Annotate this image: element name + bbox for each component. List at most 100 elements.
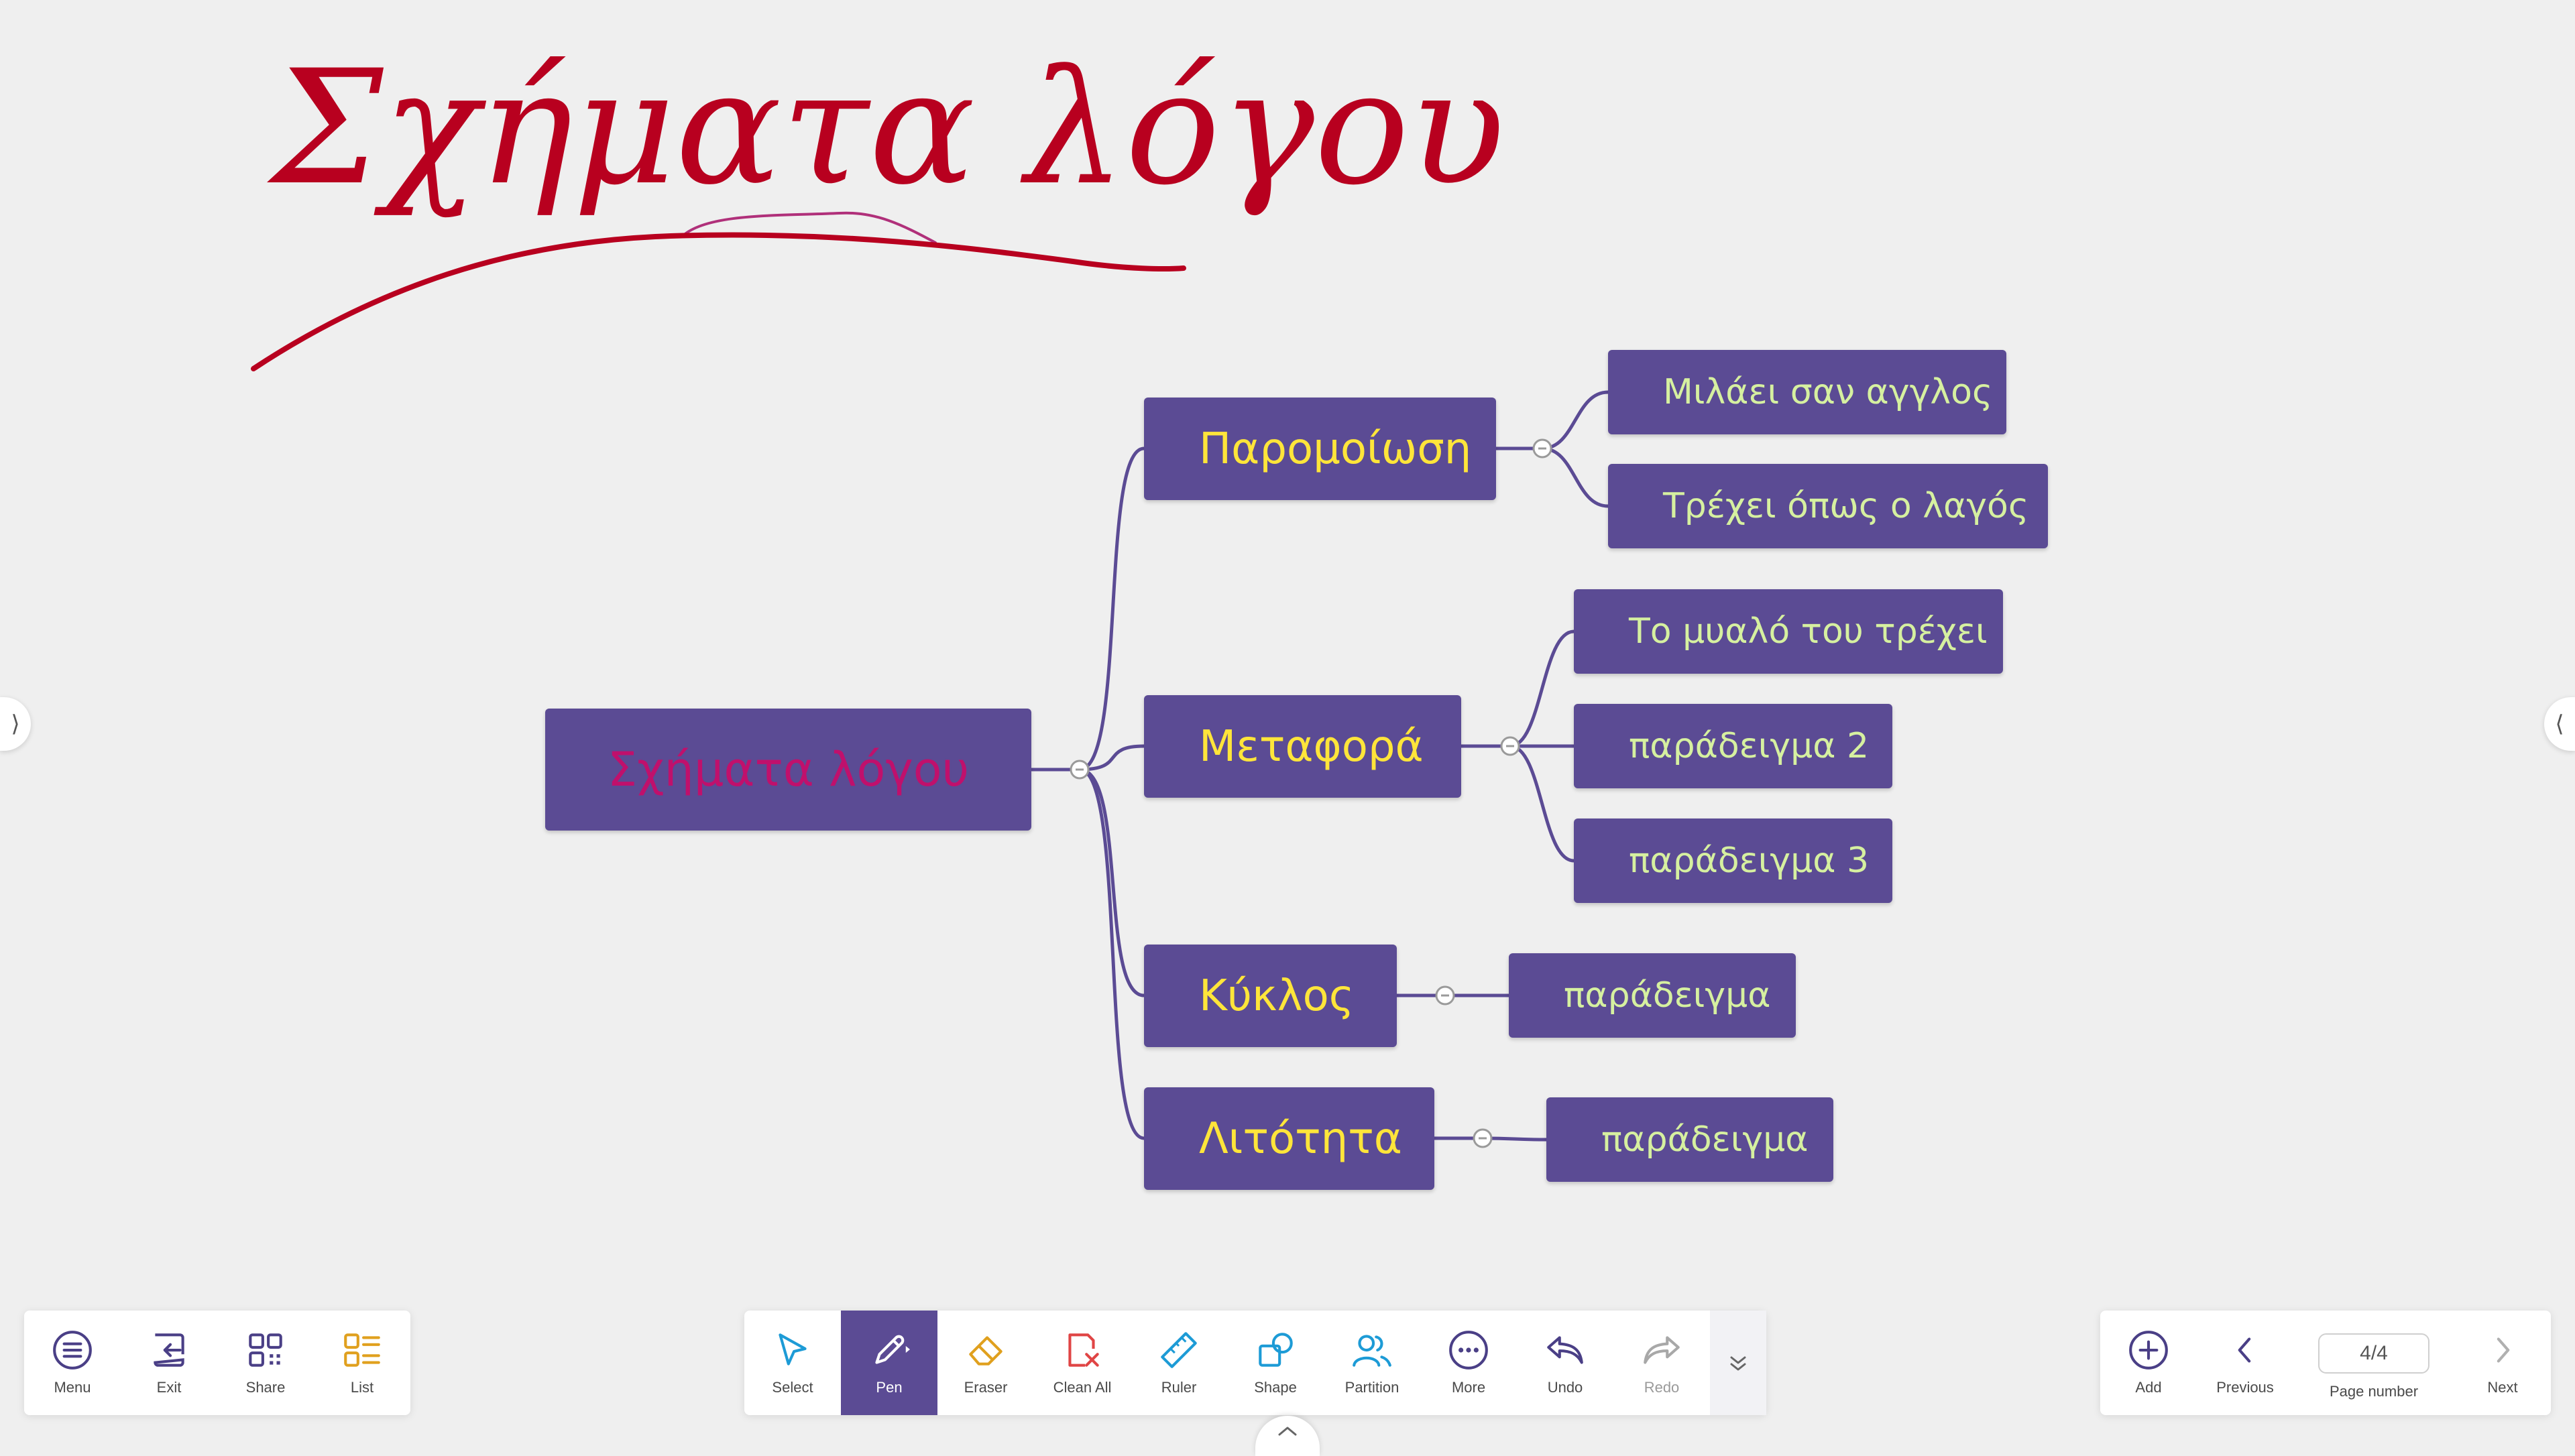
connector-root-branch — [1079, 446, 1145, 772]
connector-root-branch — [1079, 744, 1145, 772]
collapse-node-knob[interactable] — [1532, 438, 1552, 459]
more-label: More — [1451, 1379, 1486, 1396]
pen-tool[interactable]: Pen — [841, 1311, 937, 1415]
connector-branch-leaf — [1509, 629, 1575, 748]
branch-node-label: Μεταφορά — [1199, 721, 1424, 772]
menu-label: Menu — [54, 1379, 91, 1396]
leaf-node-label: παράδειγμα 3 — [1629, 841, 1870, 881]
select-cursor-icon — [779, 1333, 807, 1366]
partition-tool[interactable]: Partition — [1324, 1311, 1420, 1415]
leaf-node[interactable]: Το μυαλό του τρέχει — [1574, 589, 2003, 674]
leaf-node[interactable]: παράδειγμα — [1509, 953, 1796, 1038]
mindmap-root-node[interactable]: Σχήματα λόγου — [545, 709, 1031, 831]
add-page-button[interactable]: Add — [2100, 1311, 2197, 1415]
undo-button[interactable]: Undo — [1517, 1311, 1613, 1415]
handwritten-title: Σχήματα λόγου — [251, 37, 1505, 371]
connector-root-branch — [1079, 768, 1145, 1140]
partition-label: Partition — [1344, 1379, 1399, 1396]
page-number-field[interactable]: 4/4 — [2318, 1333, 2429, 1374]
share-button[interactable]: Share — [217, 1311, 314, 1415]
shape-icon — [1259, 1333, 1293, 1367]
branch-node-kyklos[interactable]: Κύκλος — [1144, 945, 1397, 1047]
clean-all-tool[interactable]: Clean All — [1034, 1311, 1131, 1415]
qr-share-icon — [249, 1333, 282, 1367]
leaf-node-label: Μιλάει σαν αγγλος — [1663, 372, 1993, 412]
next-label: Next — [2487, 1379, 2518, 1396]
chevron-double-down-icon — [1730, 1356, 1746, 1371]
branch-node-paromoiosi[interactable]: Παρομοίωση — [1144, 398, 1496, 500]
select-tool[interactable]: Select — [744, 1311, 841, 1415]
pen-label: Pen — [876, 1379, 903, 1396]
leaf-node-label: Τρέχει όπως ο λαγός — [1663, 486, 2029, 526]
root-node-label: Σχήματα λόγου — [607, 742, 970, 797]
pen-icon — [875, 1335, 910, 1364]
connector-root-branch — [1079, 768, 1145, 997]
eraser-icon — [969, 1336, 1003, 1366]
ruler-tool[interactable]: Ruler — [1131, 1311, 1227, 1415]
list-button[interactable]: List — [314, 1311, 410, 1415]
ruler-label: Ruler — [1161, 1379, 1197, 1396]
leaf-node-label: παράδειγμα — [1564, 975, 1771, 1016]
exit-icon — [154, 1333, 184, 1367]
leaf-node[interactable]: Μιλάει σαν αγγλος — [1608, 350, 2006, 434]
chevron-left-icon — [2238, 1337, 2251, 1363]
collapse-node-knob[interactable] — [1070, 760, 1090, 780]
shape-tool[interactable]: Shape — [1227, 1311, 1324, 1415]
connector-branch-leaf — [1509, 744, 1575, 863]
page-number-label: Page number — [2329, 1383, 2419, 1400]
exit-button[interactable]: Exit — [121, 1311, 217, 1415]
partition-icon — [1353, 1335, 1391, 1367]
exit-label: Exit — [156, 1379, 182, 1396]
list-icon — [344, 1333, 380, 1367]
more-tool[interactable]: More — [1420, 1311, 1517, 1415]
handwritten-title-text: Σχήματα λόγου — [267, 37, 1505, 220]
redo-icon — [1644, 1336, 1680, 1364]
connector-branch-leaf — [1542, 390, 1609, 450]
next-page-button[interactable]: Next — [2454, 1311, 2551, 1415]
add-label: Add — [2135, 1379, 2162, 1396]
page-number-value: 4/4 — [2360, 1342, 2388, 1364]
redo-button[interactable]: Redo — [1613, 1311, 1710, 1415]
branch-node-metafora[interactable]: Μεταφορά — [1144, 695, 1461, 798]
collapse-node-knob[interactable] — [1473, 1128, 1493, 1148]
leaf-node[interactable]: παράδειγμα 2 — [1574, 704, 1892, 788]
handwritten-underline-pink — [681, 211, 937, 244]
collapse-node-knob[interactable] — [1435, 985, 1455, 1006]
share-label: Share — [245, 1379, 286, 1396]
collapse-node-knob[interactable] — [1500, 736, 1520, 756]
leaf-node[interactable]: Τρέχει όπως ο λαγός — [1608, 464, 2048, 548]
eraser-label: Eraser — [964, 1379, 1008, 1396]
branch-node-litotita[interactable]: Λιτότητα — [1144, 1087, 1434, 1190]
chevron-right-icon: ⟩ — [11, 711, 20, 737]
branch-node-label: Κύκλος — [1199, 971, 1355, 1021]
mindmap-connectors — [1031, 390, 1609, 1148]
more-icon — [1449, 1331, 1488, 1370]
undo-label: Undo — [1547, 1379, 1583, 1396]
chevron-up-icon — [1278, 1427, 1297, 1436]
leaf-node-label: παράδειγμα — [1601, 1119, 1809, 1160]
branch-node-label: Παρομοίωση — [1199, 424, 1472, 474]
list-label: List — [350, 1379, 374, 1396]
toolbar-center: Select Pen Eraser Clean All Ruler — [744, 1311, 1766, 1415]
select-label: Select — [772, 1379, 813, 1396]
eraser-tool[interactable]: Eraser — [937, 1311, 1034, 1415]
toolbar-expand-button[interactable] — [1710, 1311, 1766, 1415]
previous-label: Previous — [2216, 1379, 2274, 1396]
chevron-right-icon — [2497, 1337, 2510, 1363]
toolbar-right: Add Previous 4/4 Page number Next — [2100, 1311, 2551, 1415]
leaf-node-label: παράδειγμα 2 — [1629, 726, 1870, 766]
add-icon — [2129, 1331, 2168, 1370]
previous-page-button[interactable]: Previous — [2197, 1311, 2293, 1415]
menu-button[interactable]: Menu — [24, 1311, 121, 1415]
clean-all-label: Clean All — [1053, 1379, 1112, 1396]
page-number: 4/4 Page number — [2293, 1311, 2454, 1415]
redo-label: Redo — [1644, 1379, 1680, 1396]
chevron-left-icon: ⟨ — [2555, 711, 2564, 737]
ruler-icon — [1161, 1332, 1197, 1368]
toolbar-left: Menu Exit Share List — [24, 1311, 410, 1415]
menu-icon — [53, 1331, 92, 1370]
handwritten-underline-red — [251, 232, 1186, 371]
leaf-node[interactable]: παράδειγμα — [1546, 1097, 1833, 1182]
leaf-node[interactable]: παράδειγμα 3 — [1574, 818, 1892, 903]
